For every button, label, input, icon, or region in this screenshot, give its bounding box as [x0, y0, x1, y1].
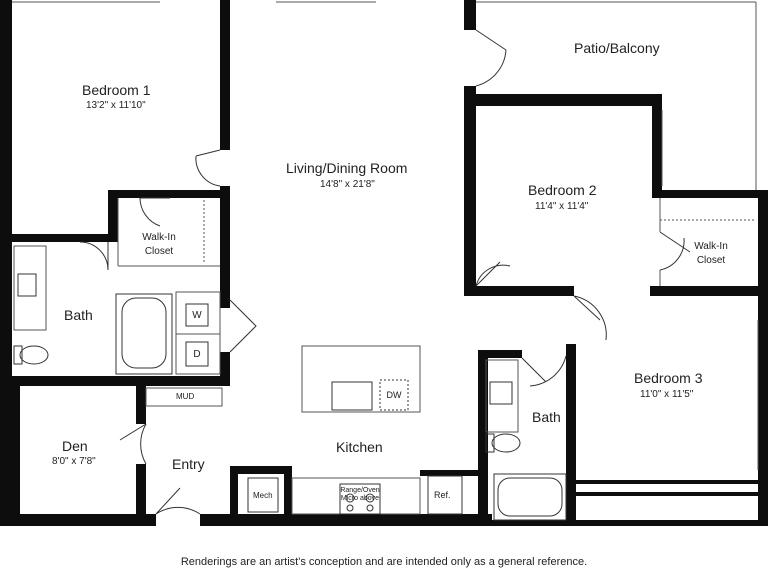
walkin1-line1: Walk-In: [142, 232, 176, 243]
mud-label: MUD: [176, 392, 195, 401]
bedroom1-name: Bedroom 1: [82, 82, 151, 98]
entry-name: Entry: [172, 456, 205, 472]
bedroom2-size: 11'4" x 11'4": [535, 201, 589, 212]
thin-lines: [12, 1, 759, 515]
living-name: Living/Dining Room: [286, 160, 408, 176]
disclaimer: Renderings are an artist's conception an…: [180, 556, 588, 568]
walkin2-line2: Closet: [696, 255, 726, 266]
dryer-label: D: [193, 349, 201, 360]
dishwasher-label: DW: [386, 390, 402, 400]
bath1-name: Bath: [64, 307, 93, 323]
bedroom2-name: Bedroom 2: [528, 182, 597, 198]
den-name: Den: [62, 438, 88, 454]
washer-label: W: [192, 310, 202, 321]
walkin1-line2: Closet: [144, 246, 174, 257]
fixtures: [13, 273, 567, 521]
living-size: 14'8" x 21'8": [320, 179, 375, 190]
micro-label: Micro above: [340, 495, 380, 502]
walls: [0, 0, 768, 526]
doors: [79, 29, 691, 515]
den-size: 8'0" x 7'8": [52, 456, 96, 467]
range-label: Range/Oven: [340, 487, 380, 494]
bedroom3-size: 11'0" x 11'5": [640, 389, 694, 400]
bedroom3-name: Bedroom 3: [634, 370, 703, 386]
walkin2-line1: Walk-In: [694, 241, 728, 252]
bedroom1-size: 13'2" x 11'10": [86, 100, 146, 111]
fridge-label: Ref.: [434, 490, 451, 500]
patio-name: Patio/Balcony: [574, 40, 660, 56]
kitchen-name: Kitchen: [336, 439, 383, 455]
mech-label: Mech: [253, 491, 273, 500]
bath2-name: Bath: [532, 409, 561, 425]
